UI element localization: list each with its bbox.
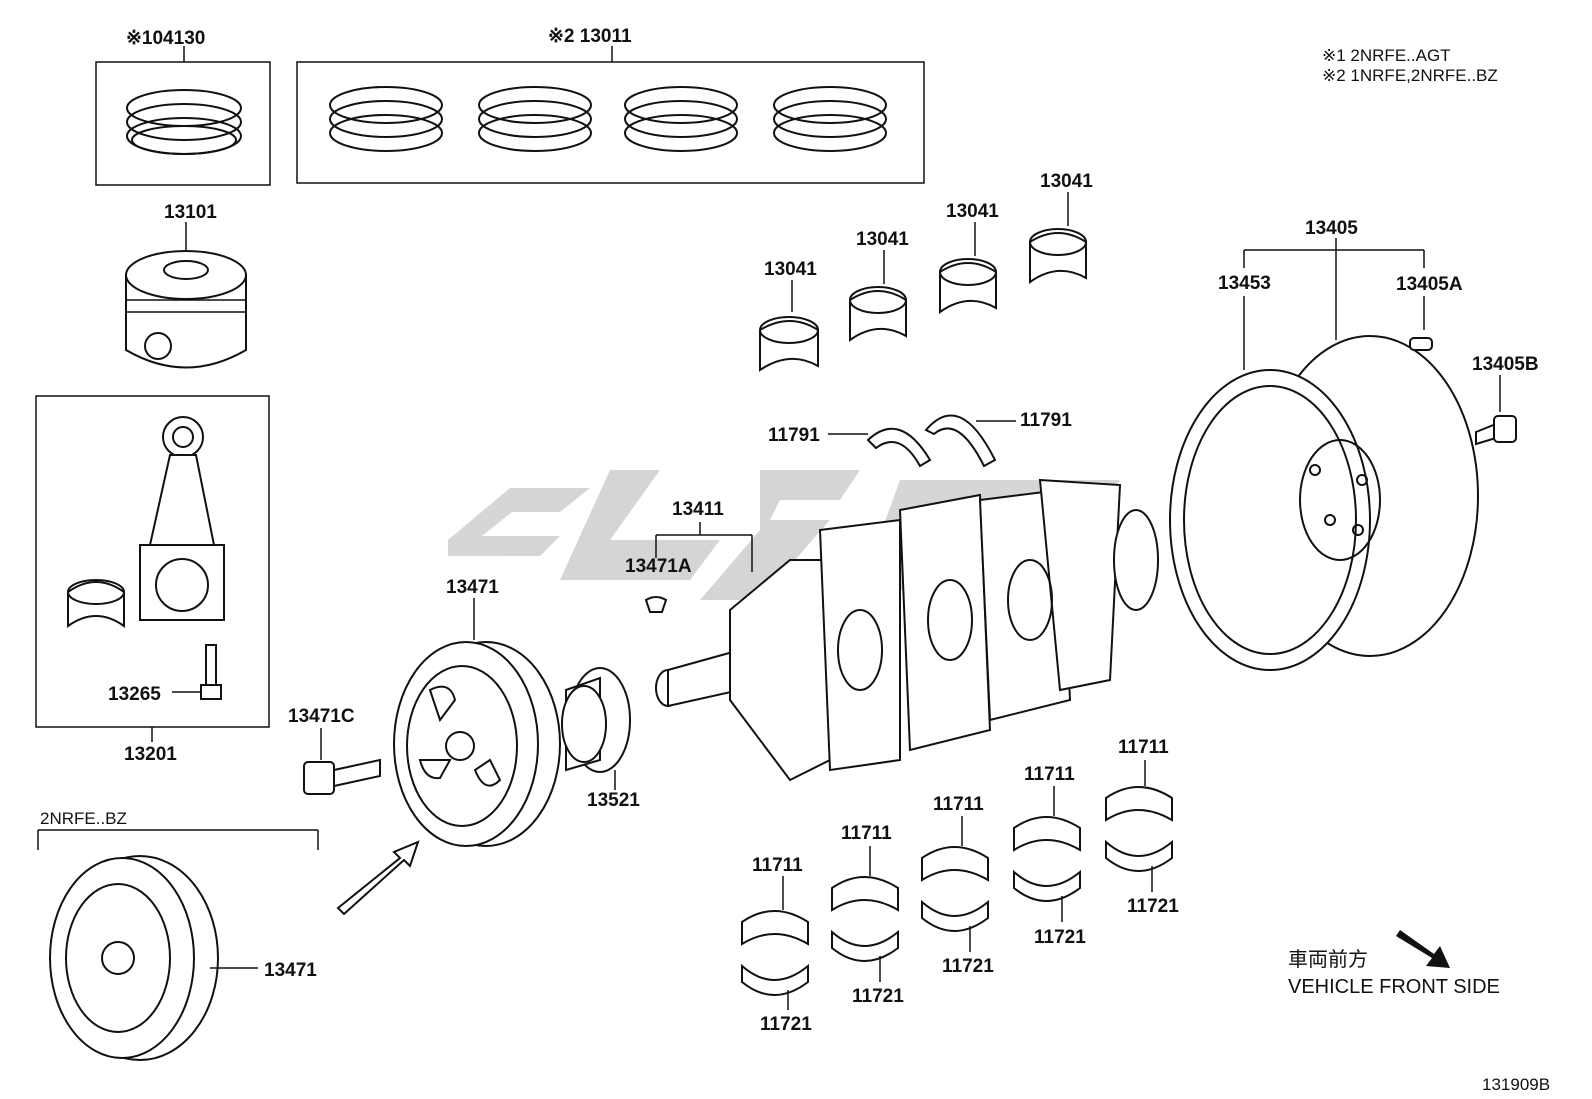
label-rod-bolt: 13265	[108, 684, 161, 705]
thrust-washer-right	[924, 414, 1016, 468]
label-lower-main-2: 11721	[852, 986, 904, 1007]
label-upper-main-2: 11711	[841, 823, 892, 844]
label-thrust-washer-left: 11791	[768, 425, 820, 446]
label-ring-gear: 13453	[1218, 273, 1271, 294]
label-rod-bearing-3: 13041	[946, 201, 999, 222]
piston	[125, 222, 247, 369]
piston-ring-set-1	[95, 46, 271, 186]
label-piston: 13101	[164, 202, 217, 223]
label-rod-bearing-2: 13041	[856, 229, 909, 250]
connecting-rod	[139, 416, 225, 621]
arrow-down-right-icon	[1396, 930, 1450, 968]
note-2: ※2 1NRFE,2NRFE..BZ	[1322, 66, 1498, 85]
label-conrod-assy: 13201	[124, 744, 177, 765]
ring-stack	[773, 86, 887, 152]
ring-stack	[478, 86, 592, 152]
figure-id: 131909B	[1482, 1075, 1550, 1094]
label-lower-main-4: 11721	[1034, 927, 1086, 948]
label-flywheel: 13405	[1305, 218, 1358, 239]
label-crank-sprocket: 13521	[587, 790, 640, 811]
rod-bearing-1	[759, 280, 819, 372]
label-upper-main-4: 11711	[1024, 764, 1075, 785]
ring-stack	[329, 86, 443, 152]
label-ring-set-2: ※2 13011	[548, 26, 632, 47]
thrust-washer-left	[828, 427, 932, 468]
crankshaft-bracket	[655, 522, 753, 572]
ring-stack	[624, 86, 738, 152]
label-upper-main-3: 11711	[933, 794, 984, 815]
label-pulley-bolt: 13471C	[288, 706, 355, 727]
front-side-label-jp: 車両前方	[1288, 948, 1368, 971]
crankshaft	[655, 478, 1159, 782]
variant-note: 2NRFE..BZ	[40, 809, 127, 828]
rod-bolt	[172, 644, 222, 700]
label-variant-pulley: 13471	[264, 960, 317, 981]
rod-bearing-3	[939, 222, 997, 314]
flywheel-bolt	[1475, 375, 1517, 446]
label-ring-set-1: ※104130	[126, 28, 205, 49]
front-side-label-en: VEHICLE FRONT SIDE	[1288, 976, 1500, 998]
piston-ring-set-2	[296, 46, 925, 184]
label-lower-main-5: 11721	[1127, 896, 1179, 917]
label-crank-key: 13471A	[625, 556, 692, 577]
label-rod-bearing-4: 13041	[1040, 171, 1093, 192]
main-bearing-set-2	[831, 846, 899, 982]
label-crankshaft: 13411	[672, 499, 724, 520]
label-flywheel-bolt: 13405B	[1472, 354, 1539, 375]
label-upper-main-5: 11711	[1118, 737, 1169, 758]
label-rod-bearing-1: 13041	[764, 259, 817, 280]
rod-bearing-2	[849, 250, 907, 342]
crank-key	[644, 596, 668, 613]
crank-sprocket	[561, 667, 631, 790]
label-crank-pulley: 13471	[446, 577, 499, 598]
label-flywheel-pin: 13405A	[1396, 274, 1463, 295]
note-1: ※1 2NRFE..AGT	[1322, 46, 1451, 65]
rod-bearing-4	[1029, 192, 1087, 284]
flywheel-pin	[1409, 296, 1433, 351]
crank-pulley	[393, 598, 561, 847]
main-bearing-set-4	[1013, 786, 1081, 922]
main-bearing-set-1	[741, 876, 809, 1010]
variant-pulley	[37, 829, 319, 1061]
arrow-up-right-icon	[336, 840, 420, 916]
main-bearing-set-3	[921, 816, 989, 952]
label-lower-main-1: 11721	[760, 1014, 812, 1035]
flywheel	[1169, 238, 1479, 671]
rod-bearing	[67, 579, 125, 628]
main-bearing-set-5	[1105, 760, 1173, 892]
connecting-rod-assembly	[35, 395, 270, 742]
label-lower-main-3: 11721	[942, 956, 994, 977]
pulley-bolt	[303, 728, 381, 795]
label-thrust-washer-right: 11791	[1020, 410, 1072, 431]
label-upper-main-1: 11711	[752, 855, 803, 876]
ring-stack	[126, 89, 242, 155]
